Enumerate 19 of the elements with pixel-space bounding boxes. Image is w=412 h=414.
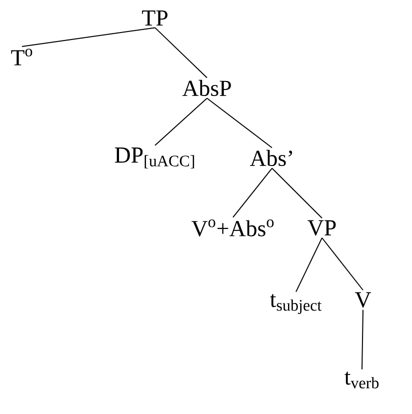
branch-line [206, 98, 272, 148]
tree-label: AbsP [182, 80, 231, 96]
tree-label: VP [308, 220, 336, 236]
branch-line [272, 168, 322, 219]
branch-line [232, 168, 272, 218]
branch-line [154, 98, 208, 146]
branch-line [296, 237, 322, 292]
branch-line [22, 27, 156, 48]
tree-label: t$_{subject}$ [270, 294, 322, 314]
tree-label: T$^{o}$ [11, 48, 32, 66]
branch-line [154, 27, 208, 78]
branch-line [322, 237, 364, 291]
tree-label: t$_{verb}$ [344, 372, 379, 388]
tree-label: TP [142, 10, 168, 26]
tree-label: V$^{o}$+Abs$^{o}$ [192, 220, 274, 236]
branch-line [362, 309, 364, 370]
tree-label: DP$_{[uACC]}$ [114, 148, 194, 168]
tree-label: Abs’ [250, 150, 292, 166]
tree-label: V [354, 292, 372, 308]
